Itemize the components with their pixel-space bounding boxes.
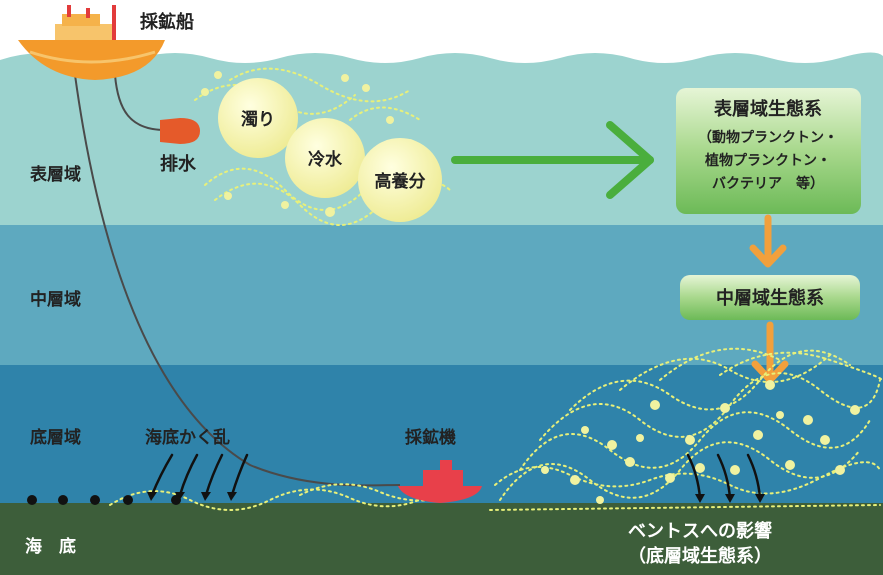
nodules [27, 495, 181, 505]
middle-ecosystem-box [680, 275, 860, 320]
surface-ecosystem-line-3: バクテリア 等） [712, 175, 824, 192]
green-arrow [451, 121, 654, 199]
mining-machine [398, 460, 482, 503]
cold-water-bubble [285, 118, 365, 198]
surface-ecosystem-line-1: （動物プランクトン・ [698, 129, 838, 146]
benthos-impact-line-1: ベントスへの影響 [628, 520, 772, 542]
discharge-nozzle [160, 118, 200, 144]
bubble-label-cold-water: 冷水 [308, 149, 343, 170]
middle-ecosystem-title: 中層域生態系 [716, 287, 824, 309]
surface-ecosystem-title: 表層域生態系 [714, 98, 822, 120]
discharge-label: 排水 [160, 153, 197, 175]
zone-label-bottom: 底層域 [30, 427, 81, 448]
zone-label-seafloor: 海 底 [25, 536, 76, 557]
plume-bubbles [218, 78, 442, 222]
bubble-label-turbidity: 濁り [241, 110, 275, 130]
seafloor-layer [0, 503, 883, 575]
surface-ecosystem-box [676, 88, 861, 214]
discharge-pipe [114, 74, 166, 131]
turbidity-bubble [218, 78, 298, 158]
zone-label-middle: 中層域 [30, 289, 81, 310]
surface-water-layer [0, 52, 883, 225]
orange-arrow-1 [749, 214, 787, 268]
mining-ship [18, 5, 165, 80]
seabed-disturbance-label: 海底かく乱 [145, 427, 230, 448]
sediment-plume-dots [541, 380, 860, 504]
miner-label: 採鉱機 [405, 427, 456, 448]
surface-ecosystem-line-2: 植物プランクトン・ [704, 152, 831, 169]
benthos-impact-line-2: （底層域生態系） [628, 545, 772, 567]
bubble-label-high-nutrient: 高養分 [375, 171, 426, 192]
zone-label-surface: 表層域 [30, 164, 81, 185]
sediment-plume-lines [109, 347, 883, 511]
high-nutrient-bubble [358, 138, 442, 222]
disturbance-arrowheads [147, 492, 765, 503]
ship-label: 採鉱船 [140, 11, 194, 33]
